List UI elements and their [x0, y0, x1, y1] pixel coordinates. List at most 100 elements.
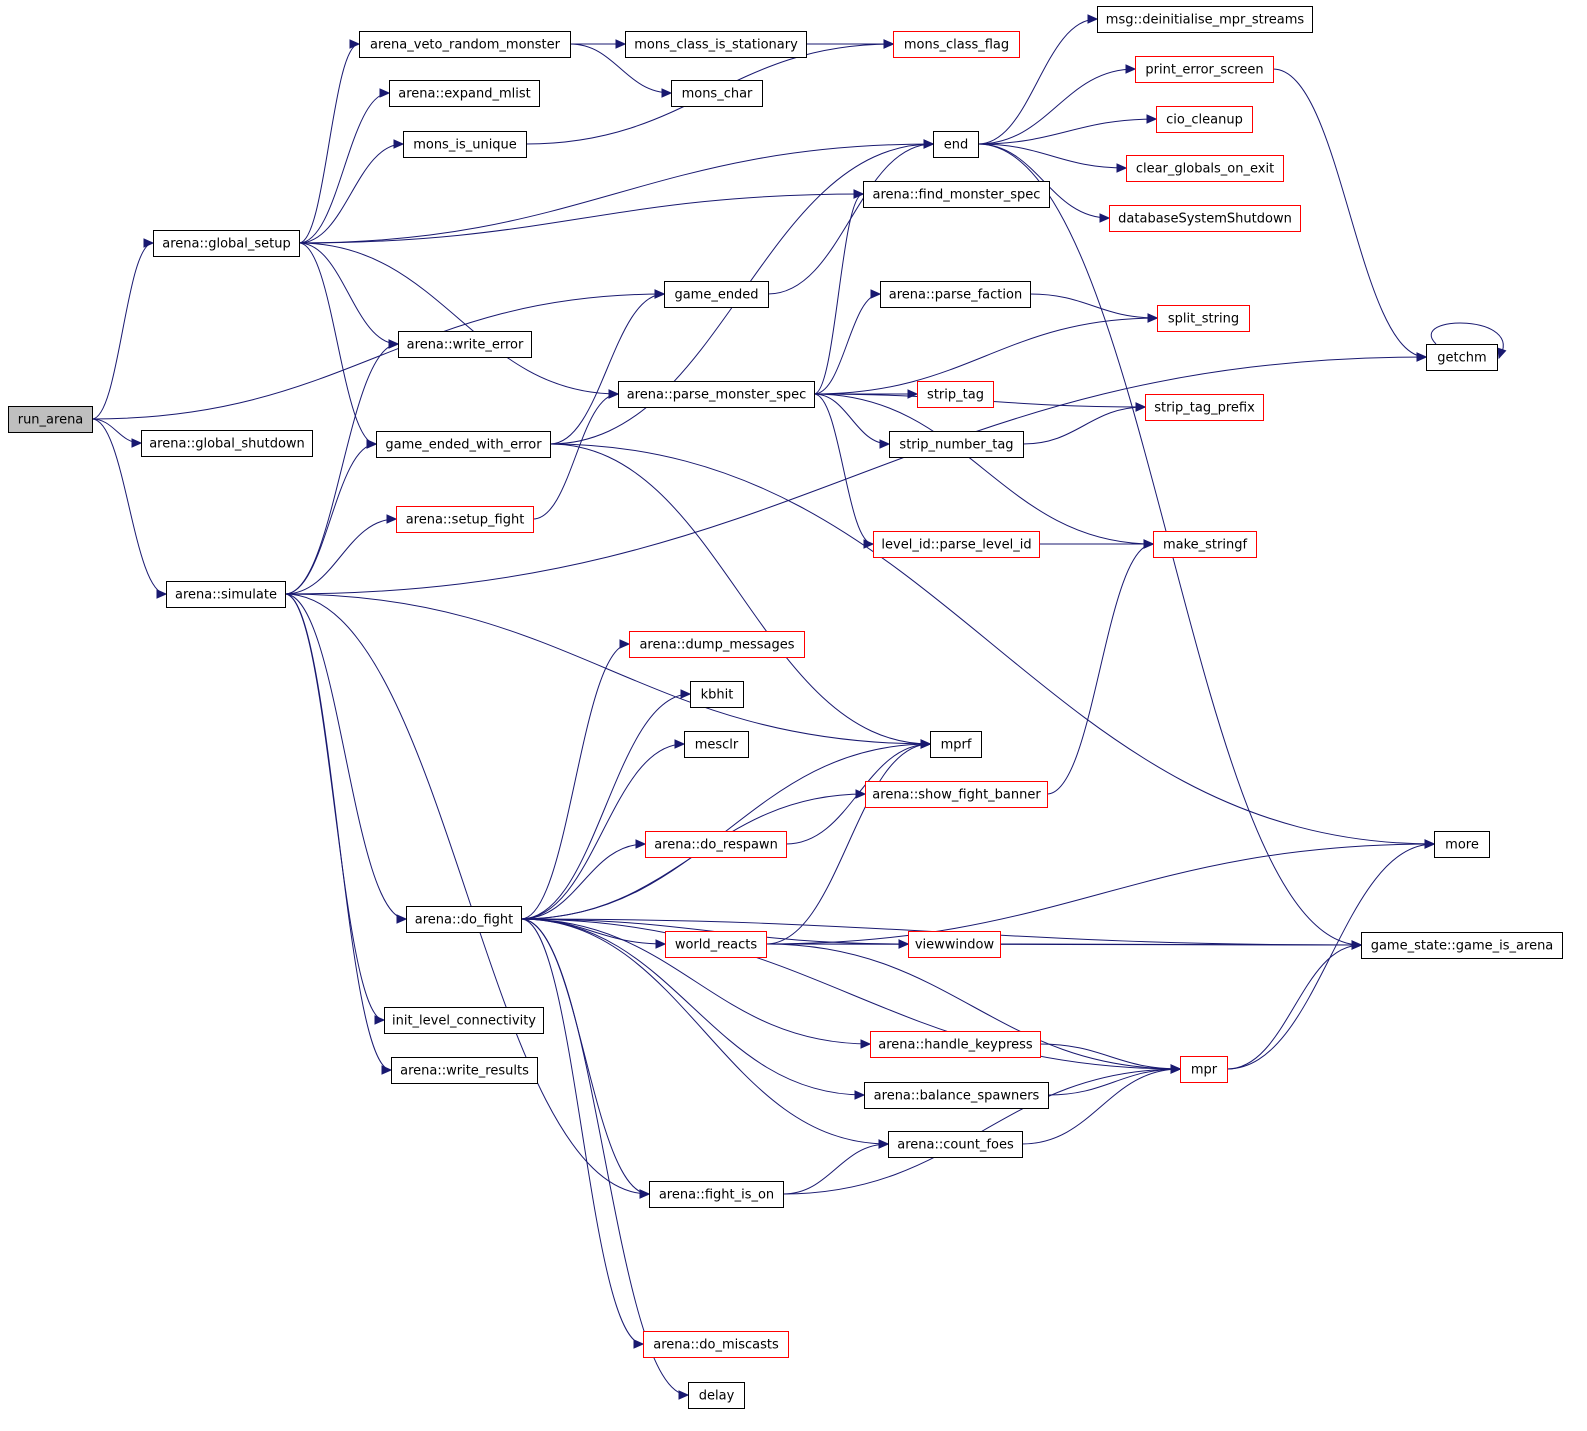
- node-parse-level-id[interactable]: level_id::parse_level_id: [873, 531, 1040, 558]
- node-box: [865, 781, 1048, 808]
- node-run-arena[interactable]: run_arena: [8, 406, 93, 433]
- edge-do-fight-to-kbhit: [520, 693, 691, 920]
- node-fight-is-on[interactable]: arena::fight_is_on: [649, 1181, 784, 1208]
- node-viewwindow[interactable]: viewwindow: [908, 931, 1001, 958]
- edge-end-to-print-error-screen: [977, 68, 1136, 145]
- edge-end-to-msg-deinit: [977, 18, 1098, 145]
- node-count-foes[interactable]: arena::count_foes: [888, 1131, 1023, 1158]
- node-label: strip_tag: [927, 388, 984, 403]
- node-print-error-screen[interactable]: print_error_screen: [1135, 56, 1274, 83]
- node-box: [863, 181, 1050, 208]
- node-game-ended-with-error[interactable]: game_ended_with_error: [376, 431, 551, 458]
- node-world-reacts[interactable]: world_reacts: [665, 931, 767, 958]
- edge-simulate-to-write-error: [284, 343, 399, 595]
- node-strip-tag-prefix[interactable]: strip_tag_prefix: [1145, 394, 1264, 421]
- node-expand-mlist[interactable]: arena::expand_mlist: [389, 80, 540, 107]
- node-kbhit[interactable]: kbhit: [690, 681, 744, 708]
- node-label: viewwindow: [915, 938, 995, 953]
- node-box: [917, 381, 994, 408]
- edge-arrowhead: [608, 389, 620, 399]
- edge-parse-faction-to-split-string: [1029, 293, 1158, 319]
- node-strip-number-tag[interactable]: strip_number_tag: [889, 431, 1024, 458]
- edge-viewwindow-to-game-is-arena: [999, 943, 1362, 946]
- node-setup-fight[interactable]: arena::setup_fight: [396, 506, 534, 533]
- node-split-string[interactable]: split_string: [1157, 305, 1250, 332]
- node-more[interactable]: more: [1434, 831, 1490, 858]
- node-mesclr[interactable]: mesclr: [684, 731, 749, 758]
- node-simulate[interactable]: arena::simulate: [166, 581, 286, 608]
- node-write-results[interactable]: arena::write_results: [391, 1057, 538, 1084]
- node-dump-messages[interactable]: arena::dump_messages: [629, 631, 805, 658]
- edge-global-setup-to-end: [298, 143, 934, 244]
- node-box: [933, 131, 979, 158]
- node-delay[interactable]: delay: [688, 1382, 745, 1409]
- node-strip-tag[interactable]: strip_tag: [917, 381, 994, 408]
- edge-arrowhead: [635, 839, 647, 849]
- node-mons-class-is-stationary[interactable]: mons_class_is_stationary: [625, 31, 807, 58]
- node-label: arena::count_foes: [897, 1138, 1014, 1153]
- edge-do-fight-to-delay: [520, 918, 689, 1396]
- node-mons-is-unique[interactable]: mons_is_unique: [403, 131, 527, 158]
- edge-arrowhead: [1116, 163, 1128, 173]
- node-label: arena::find_monster_spec: [873, 188, 1041, 203]
- node-mprf[interactable]: mprf: [930, 731, 982, 758]
- node-box: [664, 281, 769, 308]
- node-clear-globals[interactable]: clear_globals_on_exit: [1126, 155, 1284, 182]
- node-init-level-connectivity[interactable]: init_level_connectivity: [384, 1007, 544, 1034]
- node-db-shutdown[interactable]: databaseSystemShutdown: [1109, 205, 1301, 232]
- node-write-error[interactable]: arena::write_error: [398, 331, 532, 358]
- node-box: [141, 430, 313, 457]
- edge-arrowhead: [1147, 313, 1159, 323]
- edge-simulate-to-setup-fight: [284, 518, 397, 595]
- edge-arrowhead: [878, 1139, 890, 1149]
- node-balance-spawners[interactable]: arena::balance_spawners: [864, 1082, 1049, 1109]
- edge-global-setup-to-game-ended-with-error: [298, 242, 377, 445]
- node-label: mesclr: [695, 738, 739, 753]
- node-parse-faction[interactable]: arena::parse_faction: [880, 281, 1031, 308]
- node-do-respawn[interactable]: arena::do_respawn: [645, 831, 787, 858]
- edge-run-arena-to-game-ended: [91, 293, 665, 420]
- node-getchm[interactable]: getchm: [1426, 344, 1498, 371]
- node-label: mpr: [1191, 1063, 1218, 1078]
- node-find-monster-spec[interactable]: arena::find_monster_spec: [863, 181, 1050, 208]
- edge-global-setup-to-veto: [298, 43, 360, 244]
- node-show-fight-banner[interactable]: arena::show_fight_banner: [865, 781, 1048, 808]
- edge-count-foes-to-mpr: [1021, 1068, 1181, 1145]
- node-veto[interactable]: arena_veto_random_monster: [359, 31, 571, 58]
- node-cio-cleanup[interactable]: cio_cleanup: [1156, 106, 1253, 133]
- node-box: [873, 531, 1040, 558]
- node-do-fight[interactable]: arena::do_fight: [406, 906, 522, 933]
- node-label: more: [1445, 838, 1479, 853]
- node-mons-char[interactable]: mons_char: [671, 80, 763, 107]
- edge-arrowhead: [923, 139, 935, 149]
- node-handle-keypress[interactable]: arena::handle_keypress: [870, 1031, 1041, 1058]
- edge-arrowhead: [379, 88, 391, 98]
- edge-arrowhead: [863, 539, 875, 549]
- node-game-ended[interactable]: game_ended: [664, 281, 769, 308]
- node-make-stringf[interactable]: make_stringf: [1153, 531, 1257, 558]
- edge-run-arena-to-global-setup: [91, 242, 154, 420]
- edge-arrowhead: [131, 438, 143, 448]
- node-label: arena::global_shutdown: [149, 437, 305, 452]
- edge-parse-monster-spec-to-split-string: [813, 317, 1158, 395]
- node-global-setup[interactable]: arena::global_setup: [153, 230, 300, 257]
- node-box: [1361, 932, 1563, 959]
- edge-do-fight-to-mesclr: [520, 743, 685, 920]
- edge-world-reacts-to-more: [765, 843, 1435, 945]
- node-parse-monster-spec[interactable]: arena::parse_monster_spec: [618, 381, 815, 408]
- node-box: [893, 31, 1020, 58]
- edge-world-reacts-to-mpr: [765, 943, 1181, 1070]
- node-do-miscasts[interactable]: arena::do_miscasts: [643, 1331, 789, 1358]
- node-game-is-arena[interactable]: game_state::game_is_arena: [1361, 932, 1563, 959]
- edge-arrowhead: [879, 439, 891, 449]
- node-mpr[interactable]: mpr: [1180, 1056, 1228, 1083]
- node-mons-class-flag[interactable]: mons_class_flag: [893, 31, 1020, 58]
- edge-simulate-to-do-fight: [284, 593, 407, 920]
- node-msg-deinit[interactable]: msg::deinitialise_mpr_streams: [1097, 6, 1313, 33]
- node-global-shutdown[interactable]: arena::global_shutdown: [141, 430, 313, 457]
- edge-game-ended-with-error-to-game-ended: [549, 293, 665, 445]
- node-label: mons_class_flag: [904, 38, 1009, 53]
- edge-mpr-to-more: [1226, 843, 1435, 1070]
- node-end[interactable]: end: [933, 131, 979, 158]
- node-box: [1126, 155, 1284, 182]
